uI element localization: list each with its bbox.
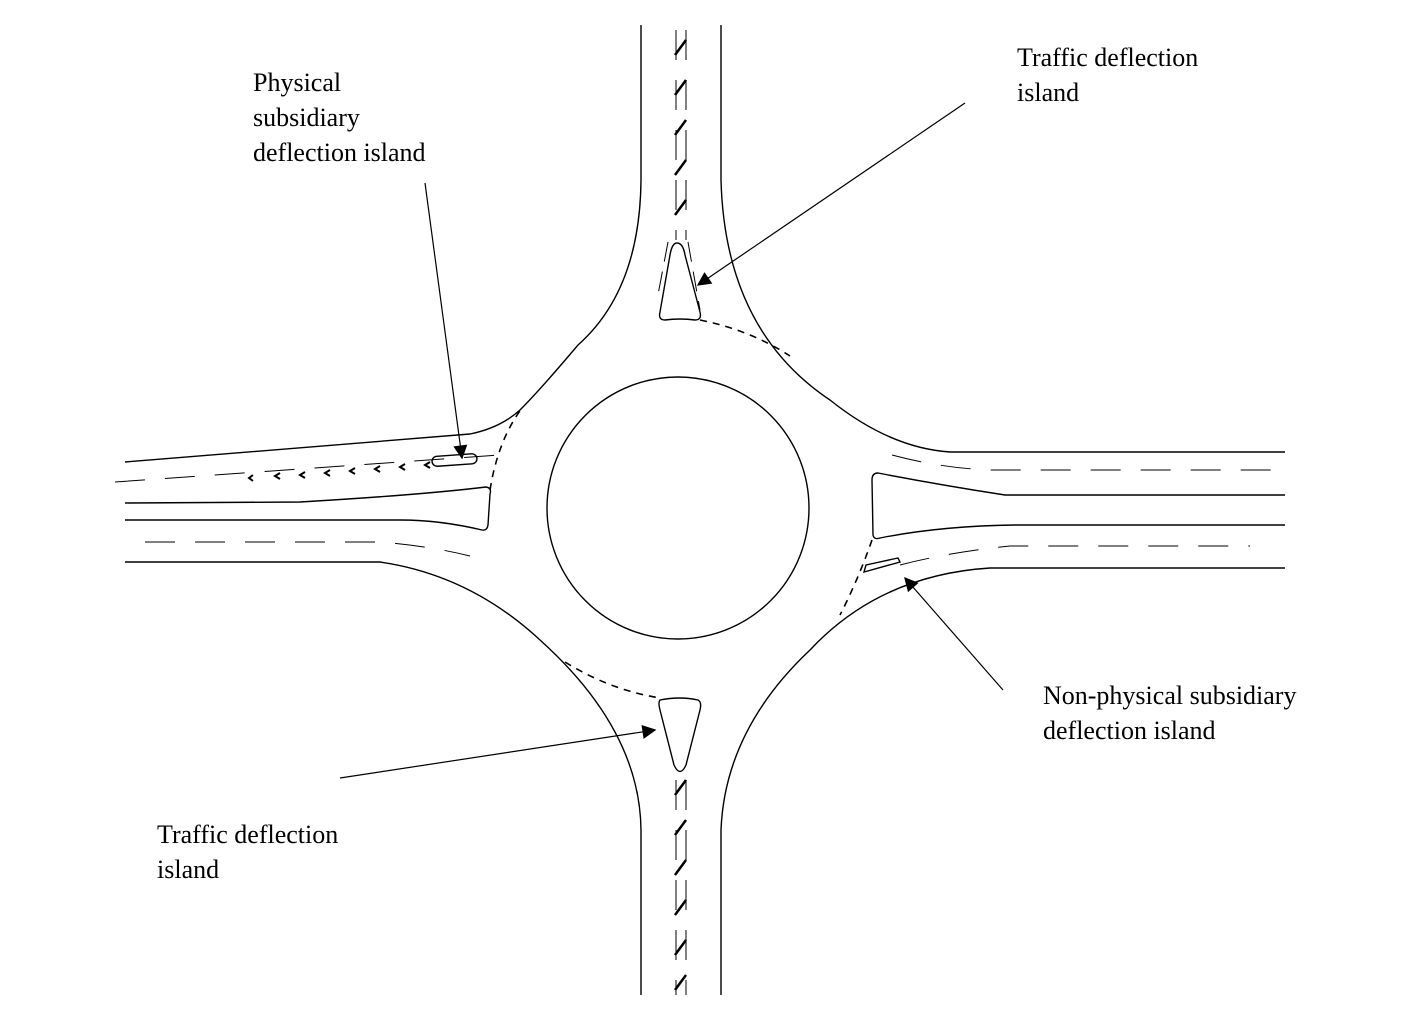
label-traffic-deflection-island-top: Traffic deflection island: [1017, 40, 1198, 110]
label-physical-subsidiary-island: Physical subsidiary deflection island: [253, 65, 426, 170]
label-line: Non-physical subsidiary: [1043, 681, 1297, 710]
label-line: Traffic deflection: [157, 820, 339, 849]
median-hatching: [673, 39, 688, 991]
label-line: subsidiary: [253, 103, 360, 132]
kerb-northeast: [720, 25, 1285, 453]
kerb-southeast: [720, 567, 1285, 995]
leader-arrows: [339, 102, 1004, 779]
label-line: Physical: [253, 68, 342, 97]
label-line: island: [157, 855, 220, 884]
kerb-southwest: [125, 561, 642, 995]
label-nonphysical-subsidiary-island: Non-physical subsidiary deflection islan…: [1043, 678, 1296, 748]
south-deflection-island: [658, 697, 702, 773]
label-traffic-deflection-island-bottom: Traffic deflection island: [157, 817, 338, 887]
north-deflection-island: [658, 242, 702, 321]
west-splitter-island: [124, 486, 492, 531]
label-line: island: [1017, 78, 1080, 107]
chevron-markings: [247, 461, 431, 482]
label-line: deflection island: [1043, 716, 1216, 745]
give-way-lines: [489, 319, 873, 699]
central-island: [546, 376, 810, 640]
label-line: Traffic deflection: [1017, 43, 1199, 72]
nonphysical-subsidiary-island: [862, 557, 902, 574]
physical-subsidiary-island: [431, 453, 478, 467]
east-splitter-island: [871, 472, 1285, 540]
label-line: deflection island: [253, 138, 426, 167]
kerb-northwest: [124, 25, 642, 463]
